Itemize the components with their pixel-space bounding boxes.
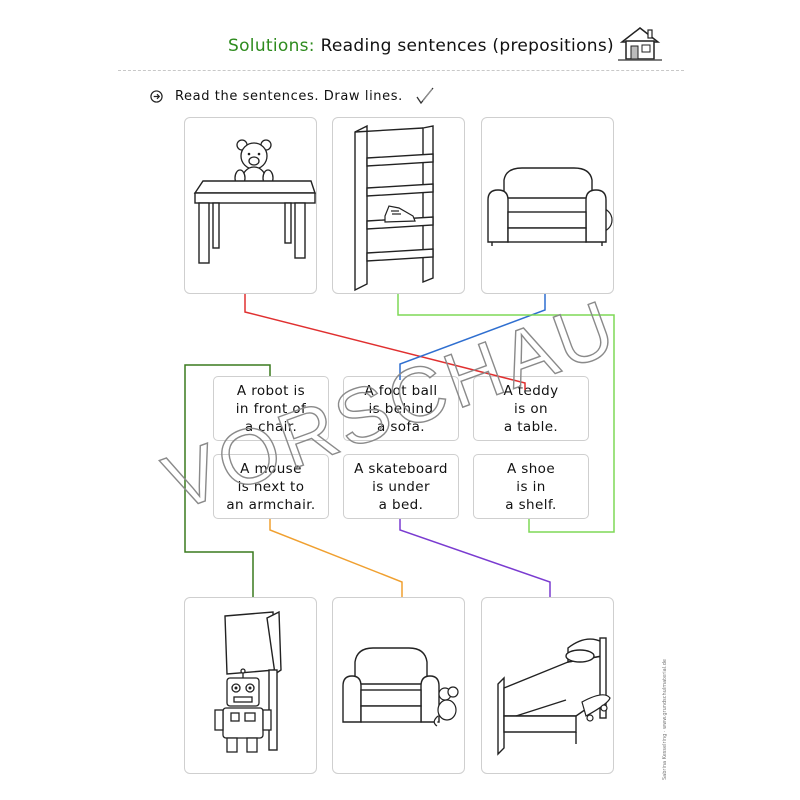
picture-mouse-next-to-armchair [332,597,465,774]
bed-icon [497,637,607,756]
sentence-line: a sofa. [377,418,425,435]
sofa-icon [487,167,607,246]
instruction-text: Read the sentences. Draw lines. [175,88,403,104]
line-mouse [269,519,403,597]
armchair-icon [342,647,440,723]
sentence-line: is under [372,478,430,495]
arrow-bullet-icon [150,89,163,103]
instruction: Read the sentences. Draw lines. [150,86,435,106]
sentence-card-mouse[interactable]: A mouse is next to an armchair. [213,454,329,519]
picture-shoe-in-shelf [332,117,465,294]
sentence-card-football[interactable]: A foot ball is behind a sofa. [343,376,459,441]
table-icon [193,180,316,264]
robot-icon [214,668,272,753]
sentence-line: in front of [235,400,307,417]
picture-teddy-on-table [184,117,317,294]
sentence-line: A shoe [506,460,556,477]
sentence-card-skateboard[interactable]: A skateboard is under a bed. [343,454,459,519]
mouse-icon [433,686,459,727]
credit-text: Sabrina Kesselring · www.grundschulmater… [662,659,668,780]
solutions-label: Solutions: [228,36,315,56]
picture-skateboard-under-bed [481,597,614,774]
sentence-line: an armchair. [226,496,316,513]
sentence-line: a shelf. [505,496,557,513]
line-skateboard [399,519,551,597]
picture-robot-in-front-of-chair [184,597,317,774]
shoe-icon [384,205,416,223]
house-icon [618,27,662,61]
sentence-line: a table. [503,418,559,435]
sentence-line: is in [516,478,546,495]
sentence-line: A teddy [503,382,559,399]
sentence-line: a chair. [244,418,298,435]
sentence-line: A mouse [240,460,302,477]
sentence-line: is next to [237,478,305,495]
sentence-line: a bed. [378,496,424,513]
line-football [399,294,546,380]
header-divider [118,70,684,71]
sentence-line: is behind [368,400,434,417]
sentence-card-teddy[interactable]: A teddy is on a table. [473,376,589,441]
pencil-check-icon [416,87,434,105]
sentence-card-robot[interactable]: A robot is in front of a chair. [213,376,329,441]
sentence-line: A robot is [236,382,306,399]
skateboard-icon [581,694,611,722]
sentence-line: is on [514,400,548,417]
shelf-icon [354,124,434,292]
sentence-card-shoe[interactable]: A shoe is in a shelf. [473,454,589,519]
sentence-line: A skateboard [354,460,448,477]
sentence-line: A foot ball [364,382,438,399]
title-text: Reading sentences (prepositions) [320,36,614,56]
picture-ball-behind-sofa [481,117,614,294]
page-title: Solutions: Reading sentences (prepositio… [228,36,614,56]
